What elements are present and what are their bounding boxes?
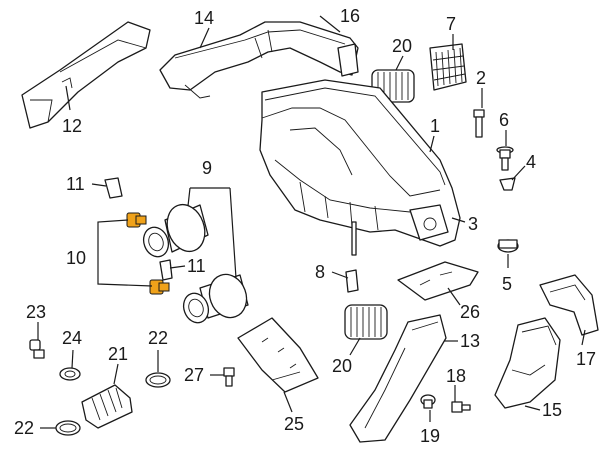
callout-25: 25 (284, 414, 304, 434)
callout-16: 16 (340, 6, 360, 26)
callout-2: 2 (476, 68, 486, 88)
callout-24: 24 (62, 328, 82, 348)
callout-22-upper: 22 (148, 328, 168, 348)
callout-20-lower: 20 (332, 356, 352, 376)
callout-11-lower: 11 (187, 256, 206, 276)
leader-lines (37, 15, 586, 429)
part-15-duct (494, 317, 561, 409)
callout-12: 12 (62, 116, 82, 136)
callout-22-lower: 22 (14, 418, 34, 438)
part-14-16-intake-pipe (159, 21, 359, 99)
callout-3: 3 (468, 214, 478, 234)
part-1-air-cleaner-housing (259, 79, 461, 256)
callout-13: 13 (460, 331, 480, 351)
part-27-bolt (223, 367, 235, 387)
part-17-elbow (539, 274, 599, 336)
callout-19: 19 (420, 426, 440, 446)
part-9-filter-housing-upper (142, 203, 209, 258)
part-19-clip (420, 394, 436, 409)
callout-11-upper: 11 (66, 174, 85, 194)
part-22-clamp-lower (55, 420, 81, 436)
callout-8: 8 (315, 262, 325, 282)
callout-21: 21 (108, 344, 128, 364)
part-7-filter-element (429, 43, 467, 91)
callout-7: 7 (446, 14, 456, 34)
callout-1: 1 (430, 116, 440, 136)
callout-6: 6 (499, 110, 509, 130)
part-10-bolt-upper (126, 212, 147, 228)
part-8-bracket (345, 269, 359, 293)
callout-17: 17 (576, 349, 596, 369)
callout-20-upper: 20 (392, 36, 412, 56)
part-9-filter-housing-lower (182, 273, 249, 324)
callout-27: 27 (184, 365, 204, 385)
part-20-lower-grommet (344, 304, 388, 340)
part-18-bolt (451, 401, 471, 413)
part-6-bolt (496, 146, 514, 171)
part-2-bolt (473, 109, 485, 138)
part-12-intake-duct (21, 21, 151, 129)
callout-14: 14 (194, 8, 214, 28)
part-5-grommet (497, 239, 519, 253)
part-25-plate (237, 317, 319, 393)
part-21-hose (81, 384, 133, 429)
part-13-duct (349, 314, 447, 443)
callout-5: 5 (502, 274, 512, 294)
callout-10: 10 (66, 248, 86, 268)
part-11-pin-upper (104, 177, 123, 199)
part-4-clip (499, 177, 516, 191)
callout-18: 18 (446, 366, 466, 386)
callout-15: 15 (542, 400, 562, 420)
callout-26: 26 (460, 302, 480, 322)
callout-9: 9 (202, 158, 212, 178)
part-23-clip (29, 339, 45, 359)
part-11-pin-lower (159, 259, 173, 281)
part-22-clamp-upper (145, 372, 171, 388)
part-24-clip (59, 367, 81, 381)
callout-labels: 1 2 3 4 5 6 7 8 9 10 11 11 12 13 14 15 1… (14, 6, 596, 446)
part-26-plate (397, 261, 479, 301)
part-10-bolt-lower (149, 279, 170, 295)
callout-4: 4 (526, 152, 536, 172)
callout-23: 23 (26, 302, 46, 322)
